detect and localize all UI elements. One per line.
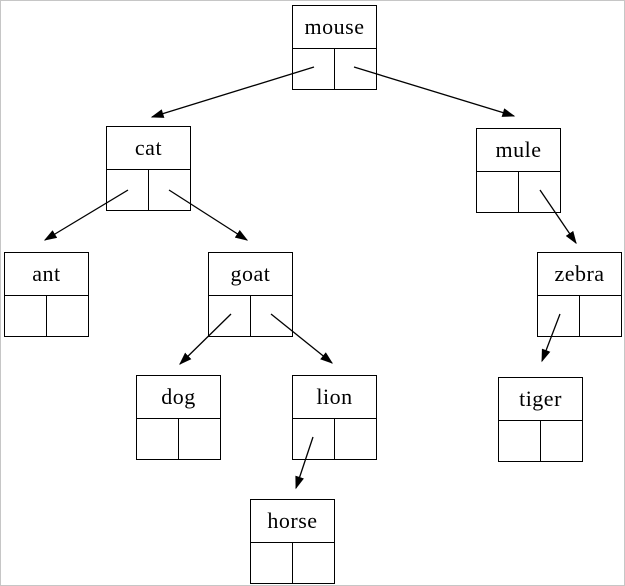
node-label-mule: mule bbox=[477, 129, 560, 172]
pointer-cells-tiger bbox=[499, 421, 582, 461]
left-pointer-cell-zebra bbox=[538, 296, 580, 336]
tree-node-ant: ant bbox=[4, 252, 89, 337]
node-label-dog: dog bbox=[137, 376, 220, 419]
left-pointer-cell-dog bbox=[137, 419, 179, 459]
right-pointer-cell-lion bbox=[335, 419, 377, 459]
node-label-horse: horse bbox=[251, 500, 334, 543]
right-pointer-cell-horse bbox=[293, 543, 335, 583]
tree-node-lion: lion bbox=[292, 375, 377, 460]
edge-mouse-mule bbox=[353, 66, 516, 117]
node-label-cat: cat bbox=[107, 127, 190, 170]
pointer-cells-mouse bbox=[293, 49, 376, 89]
pointer-cells-cat bbox=[107, 170, 190, 210]
left-pointer-cell-cat bbox=[107, 170, 149, 210]
left-pointer-cell-lion bbox=[293, 419, 335, 459]
edge-mouse-cat bbox=[150, 66, 315, 118]
pointer-cells-dog bbox=[137, 419, 220, 459]
tree-node-cat: cat bbox=[106, 126, 191, 211]
right-pointer-cell-mouse bbox=[335, 49, 377, 89]
node-label-mouse: mouse bbox=[293, 6, 376, 49]
tree-node-horse: horse bbox=[250, 499, 335, 584]
tree-node-mule: mule bbox=[476, 128, 561, 213]
tree-node-goat: goat bbox=[208, 252, 293, 337]
tree-node-tiger: tiger bbox=[498, 377, 583, 462]
pointer-cells-horse bbox=[251, 543, 334, 583]
pointer-cells-lion bbox=[293, 419, 376, 459]
right-pointer-cell-mule bbox=[519, 172, 561, 212]
left-pointer-cell-tiger bbox=[499, 421, 541, 461]
pointer-cells-ant bbox=[5, 296, 88, 336]
pointer-cells-mule bbox=[477, 172, 560, 212]
node-label-ant: ant bbox=[5, 253, 88, 296]
tree-node-zebra: zebra bbox=[537, 252, 622, 337]
right-pointer-cell-zebra bbox=[580, 296, 622, 336]
right-pointer-cell-ant bbox=[47, 296, 89, 336]
tree-node-mouse: mouse bbox=[292, 5, 377, 90]
left-pointer-cell-mule bbox=[477, 172, 519, 212]
right-pointer-cell-tiger bbox=[541, 421, 583, 461]
tree-node-dog: dog bbox=[136, 375, 221, 460]
node-label-lion: lion bbox=[293, 376, 376, 419]
node-label-tiger: tiger bbox=[499, 378, 582, 421]
pointer-cells-goat bbox=[209, 296, 292, 336]
pointer-cells-zebra bbox=[538, 296, 621, 336]
left-pointer-cell-horse bbox=[251, 543, 293, 583]
left-pointer-cell-mouse bbox=[293, 49, 335, 89]
right-pointer-cell-cat bbox=[149, 170, 191, 210]
right-pointer-cell-dog bbox=[179, 419, 221, 459]
right-pointer-cell-goat bbox=[251, 296, 293, 336]
node-label-zebra: zebra bbox=[538, 253, 621, 296]
left-pointer-cell-ant bbox=[5, 296, 47, 336]
left-pointer-cell-goat bbox=[209, 296, 251, 336]
node-label-goat: goat bbox=[209, 253, 292, 296]
